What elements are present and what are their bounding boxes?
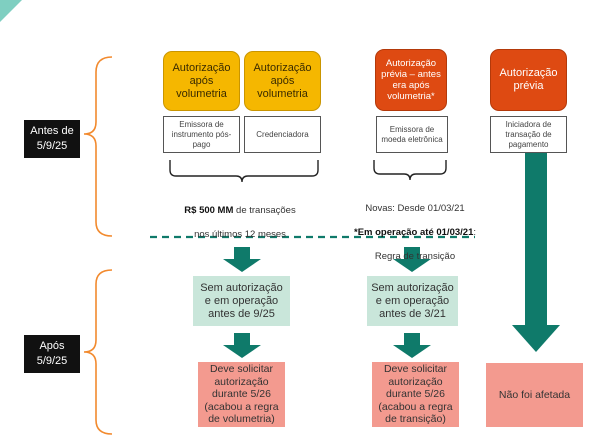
- operacao-label: *Em operação até 01/03/21: [354, 227, 474, 238]
- before-bracket: [83, 56, 113, 237]
- payment-initiator-box: Iniciadora de transação de pagamento: [490, 116, 567, 153]
- transition-note: Novas: Desde 01/03/21 *Em operação até 0…: [340, 191, 490, 263]
- novas-label: Novas: [365, 203, 393, 214]
- corner-accent: [0, 0, 22, 22]
- arrow-down-icon: [223, 333, 261, 358]
- e-money-issuer-box: Emissora de moeda eletrônica: [376, 116, 448, 153]
- volumetria-amount: R$ 500 MM: [184, 205, 234, 216]
- result-box-unaffected: Não foi afetada: [486, 363, 583, 427]
- long-arrow-icon: [512, 153, 560, 352]
- status-box-volumetria: Sem autorização e em operação antes de 9…: [193, 276, 290, 326]
- result-box-volumetria: Deve solicitar autorização durante 5/26 …: [198, 362, 285, 427]
- volumetria-brace: [169, 160, 319, 183]
- status-box-transition: Sem autorização e em operação antes de 3…: [367, 276, 458, 326]
- volumetria-note: R$ 500 MM de transações nos últimos 12 m…: [165, 193, 315, 241]
- after-bracket: [83, 269, 113, 435]
- volumetria-auth-box-2: Autorização após volumetria: [244, 51, 321, 111]
- arrow-down-icon: [393, 333, 431, 358]
- acquirer-box: Credenciadora: [244, 116, 321, 153]
- volumetria-text: de transações: [233, 205, 296, 216]
- transition-rule: Regra de transição: [374, 251, 456, 262]
- prior-auth-transition-box: Autorização prévia – antes era após volu…: [375, 49, 447, 111]
- moeda-brace: [373, 160, 447, 181]
- after-period-label: Após 5/9/25: [24, 335, 80, 373]
- volumetria-auth-box-1: Autorização após volumetria: [163, 51, 240, 111]
- prior-auth-box: Autorização prévia: [490, 49, 567, 111]
- before-period-label: Antes de 5/9/25: [24, 120, 80, 158]
- result-box-transition: Deve solicitar autorização durante 5/26 …: [372, 362, 459, 427]
- postpaid-issuer-box: Emissora de instrumento pós- pago: [163, 116, 240, 153]
- arrow-down-icon: [393, 247, 431, 272]
- volumetria-period: nos últimos 12 meses: [194, 229, 286, 240]
- operacao-colon: :: [473, 227, 476, 238]
- arrow-down-icon: [223, 247, 261, 272]
- novas-date: : Desde 01/03/21: [392, 203, 465, 214]
